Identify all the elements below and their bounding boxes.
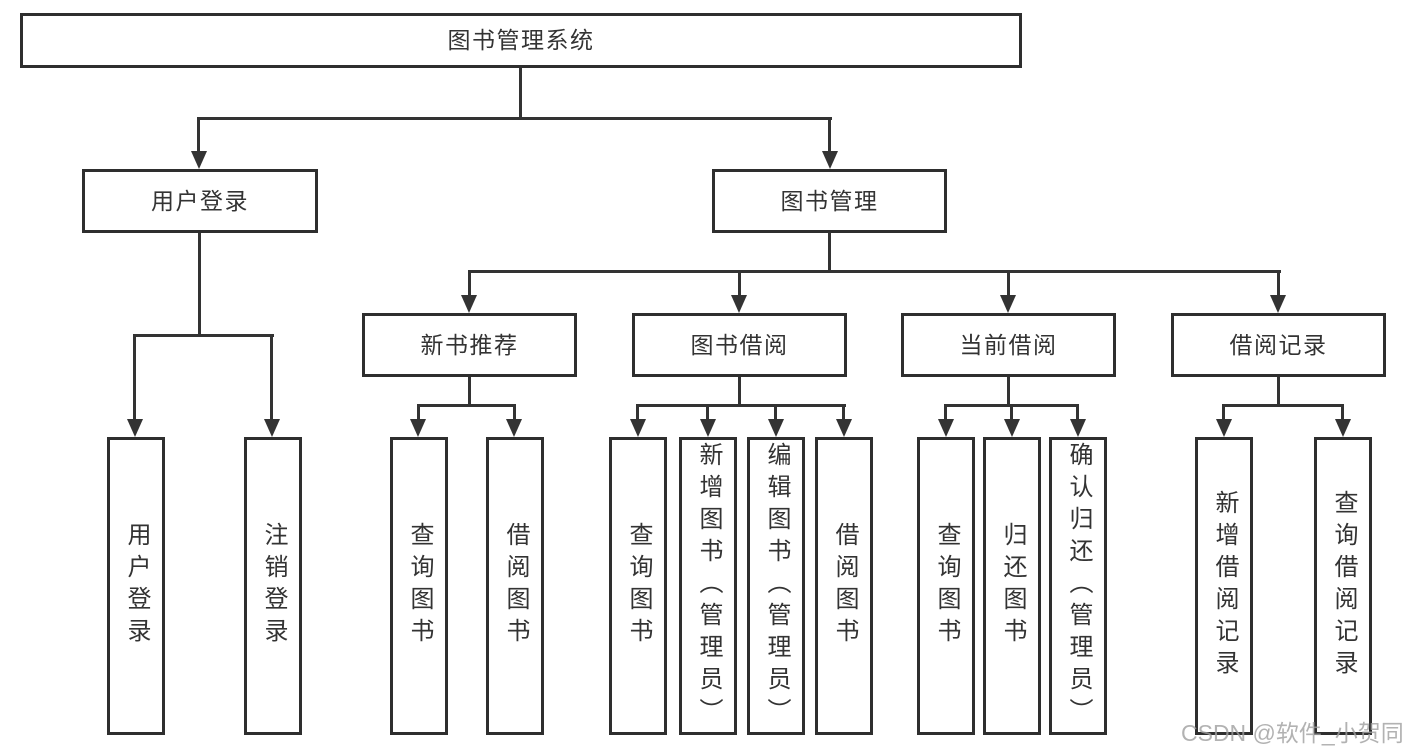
connector-arrow [1270,295,1286,313]
node-label: 图书管理系统 [447,27,595,53]
connector-line [1222,404,1225,421]
node-leaf-edit-book-admin: 编辑图书（管理员） [747,437,805,735]
connector-arrow [410,419,426,437]
node-leaf-borrow-books: 借阅图书 [815,437,873,735]
node-current-borrow: 当前借阅 [901,313,1116,377]
node-label: 用户登录 [123,522,150,650]
node-label: 新增借阅记录 [1211,490,1238,682]
connector-line [1277,270,1280,298]
node-label: 注销登录 [260,522,287,650]
connector-line [1076,404,1079,421]
node-label: 查询借阅记录 [1330,490,1357,682]
connector-line [198,117,832,120]
node-user-login: 用户登录 [82,169,318,233]
connector-line [519,68,522,119]
connector-line [944,404,947,421]
node-root: 图书管理系统 [20,13,1022,68]
connector-arrow [1000,295,1016,313]
node-leaf-query-books-recommend: 查询图书 [390,437,448,735]
node-label: 归还图书 [999,522,1026,650]
connector-arrow [731,295,747,313]
node-label: 编辑图书（管理员） [763,442,790,730]
connector-arrow [1216,419,1232,437]
node-leaf-logout: 注销登录 [244,437,302,735]
node-label: 当前借阅 [959,331,1058,358]
connector-line [1341,404,1344,421]
connector-line [197,117,200,153]
node-label: 图书借阅 [690,331,789,358]
node-book-borrow: 图书借阅 [632,313,847,377]
connector-arrow [768,419,784,437]
node-label: 查询图书 [933,522,960,650]
connector-arrow [938,419,954,437]
connector-arrow [1335,419,1351,437]
node-label: 新书推荐 [420,331,519,358]
connector-line [134,334,274,337]
connector-arrow [700,419,716,437]
connector-line [513,404,516,421]
connector-line [1007,270,1010,298]
connector-line [828,117,831,153]
node-label: 确认归还（管理员） [1065,442,1092,730]
connector-arrow [506,419,522,437]
node-borrow-records: 借阅记录 [1171,313,1386,377]
connector-line [133,334,136,421]
node-leaf-confirm-return-admin: 确认归还（管理员） [1049,437,1107,735]
node-new-book-recommend: 新书推荐 [362,313,577,377]
node-label: 新增图书（管理员） [695,442,722,730]
connector-line [1010,404,1013,421]
connector-line [1277,377,1280,407]
connector-arrow [127,419,143,437]
connector-line [1007,377,1010,407]
connector-arrow [461,295,477,313]
node-book-management: 图书管理 [712,169,947,233]
connector-arrow [191,151,207,169]
connector-line [636,404,639,421]
connector-arrow [264,419,280,437]
connector-line [774,404,777,421]
connector-line [417,404,516,407]
connector-arrow [1070,419,1086,437]
connector-line [842,404,845,421]
node-label: 用户登录 [151,187,249,214]
connector-line [468,270,1281,273]
node-leaf-query-borrow-record: 查询借阅记录 [1314,437,1372,735]
connector-line [468,377,471,407]
connector-arrow [1004,419,1020,437]
node-label: 图书管理 [780,187,879,214]
connector-line [1222,404,1344,407]
connector-arrow [822,151,838,169]
node-leaf-add-book-admin: 新增图书（管理员） [679,437,737,735]
connector-line [270,334,273,421]
node-leaf-query-books-current: 查询图书 [917,437,975,735]
node-label: 查询图书 [625,522,652,650]
node-leaf-borrow-books-recommend: 借阅图书 [486,437,544,735]
connector-line [738,377,741,407]
node-label: 借阅图书 [502,522,529,650]
node-label: 借阅记录 [1229,331,1328,358]
connector-line [468,270,471,298]
connector-arrow [630,419,646,437]
node-leaf-add-borrow-record: 新增借阅记录 [1195,437,1253,735]
node-label: 查询图书 [406,522,433,650]
csdn-watermark: CSDN @软件_小贺同学 [1181,720,1405,746]
connector-arrow [836,419,852,437]
connector-line [738,270,741,298]
connector-line [417,404,420,421]
connector-line [198,233,201,337]
connector-line [636,404,846,407]
node-label: 借阅图书 [831,522,858,650]
connector-line [706,404,709,421]
connector-line [828,232,831,273]
node-leaf-query-books-borrow: 查询图书 [609,437,667,735]
node-leaf-user-login: 用户登录 [107,437,165,735]
node-leaf-return-book: 归还图书 [983,437,1041,735]
